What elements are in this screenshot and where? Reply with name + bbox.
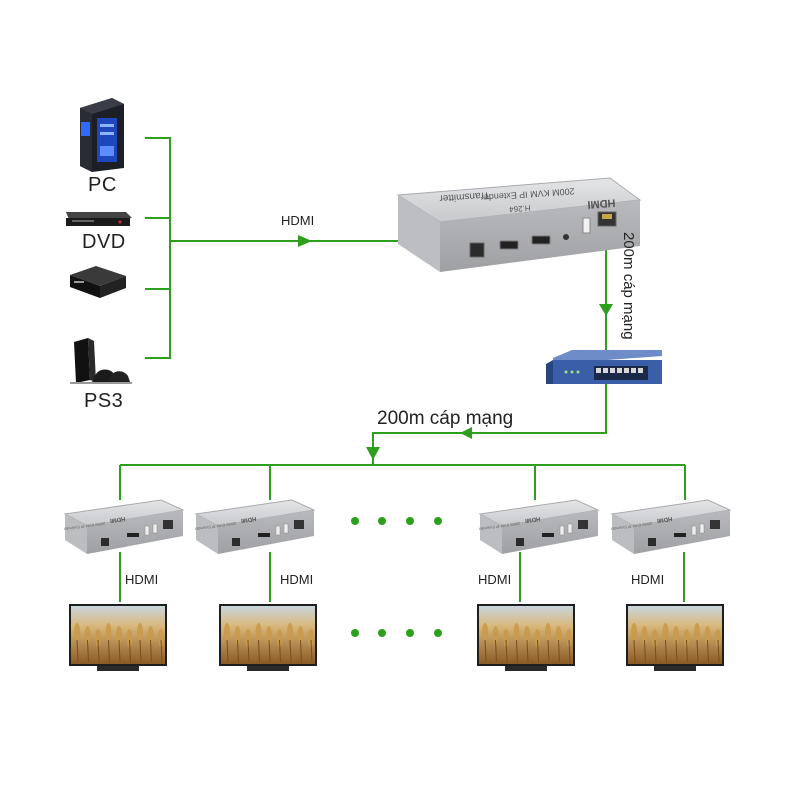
receiver-brand-text: HDMI <box>524 515 540 523</box>
arrow-uplink-down <box>599 304 613 316</box>
hdmi-input-label: HDMI <box>281 213 315 228</box>
source-label-ps3: PS3 <box>84 390 124 412</box>
arrow-hdmi-input <box>298 235 312 247</box>
uplink-cable-label: 200m cáp mạng <box>620 232 637 340</box>
more-displays-dots <box>351 629 442 637</box>
hdmi-port-2 <box>531 235 551 245</box>
receiver-brand-text: HDMI <box>240 515 256 523</box>
distribution-cable-label: 200m cáp mạng <box>377 408 514 429</box>
audio-port <box>563 234 569 240</box>
usb-port <box>582 217 591 234</box>
network-switch <box>546 350 662 384</box>
transmitter-device: HDMI 200M KVM IP Extender H.264 Transmit… <box>396 177 642 272</box>
display-monitor-2 <box>219 604 317 671</box>
receiver-model-text: 200M KVM IP Extender <box>610 521 653 532</box>
transmitter-role-text: Transmitter <box>438 189 490 204</box>
receiver-hdmi-label-2: HDMI <box>280 572 314 587</box>
connection-lines <box>119 137 686 602</box>
more-receivers-dots <box>351 517 442 525</box>
arrowheads <box>298 235 613 460</box>
displays-group <box>69 604 724 671</box>
receiver-hdmi-label-3: HDMI <box>478 572 512 587</box>
receiver-brand-text: HDMI <box>109 515 125 523</box>
receiver-model-text: 200M KVM IP Extender <box>478 521 521 532</box>
display-monitor-4 <box>626 604 724 671</box>
receiver-model-text: 200M KVM IP Extender <box>63 521 106 532</box>
dvd-player-icon <box>66 212 132 226</box>
receiver-model-text: 200M KVM IP Extender <box>194 521 237 532</box>
source-label-dvd: DVD <box>82 231 126 253</box>
hdmi-port-1 <box>499 240 519 250</box>
arrow-distribution-down <box>366 447 380 460</box>
transmitter-front <box>398 195 440 272</box>
power-port <box>469 242 485 258</box>
receiver-brand-text: HDMI <box>656 515 672 523</box>
game-console-icon <box>70 338 132 384</box>
source-label-pc: PC <box>88 174 117 196</box>
receiver-hdmi-label-4: HDMI <box>631 572 665 587</box>
display-monitor-3 <box>477 604 575 671</box>
transmitter-codec-text: H.264 <box>508 203 530 214</box>
source-bus-line <box>145 137 171 359</box>
set-top-box-icon <box>70 266 126 298</box>
transmitter-brand-text: HDMI <box>587 196 616 210</box>
receiver-hdmi-label-1: HDMI <box>125 572 159 587</box>
arrow-distribution-left <box>460 427 472 439</box>
pc-tower-icon <box>80 98 124 172</box>
display-monitor-1 <box>69 604 167 671</box>
